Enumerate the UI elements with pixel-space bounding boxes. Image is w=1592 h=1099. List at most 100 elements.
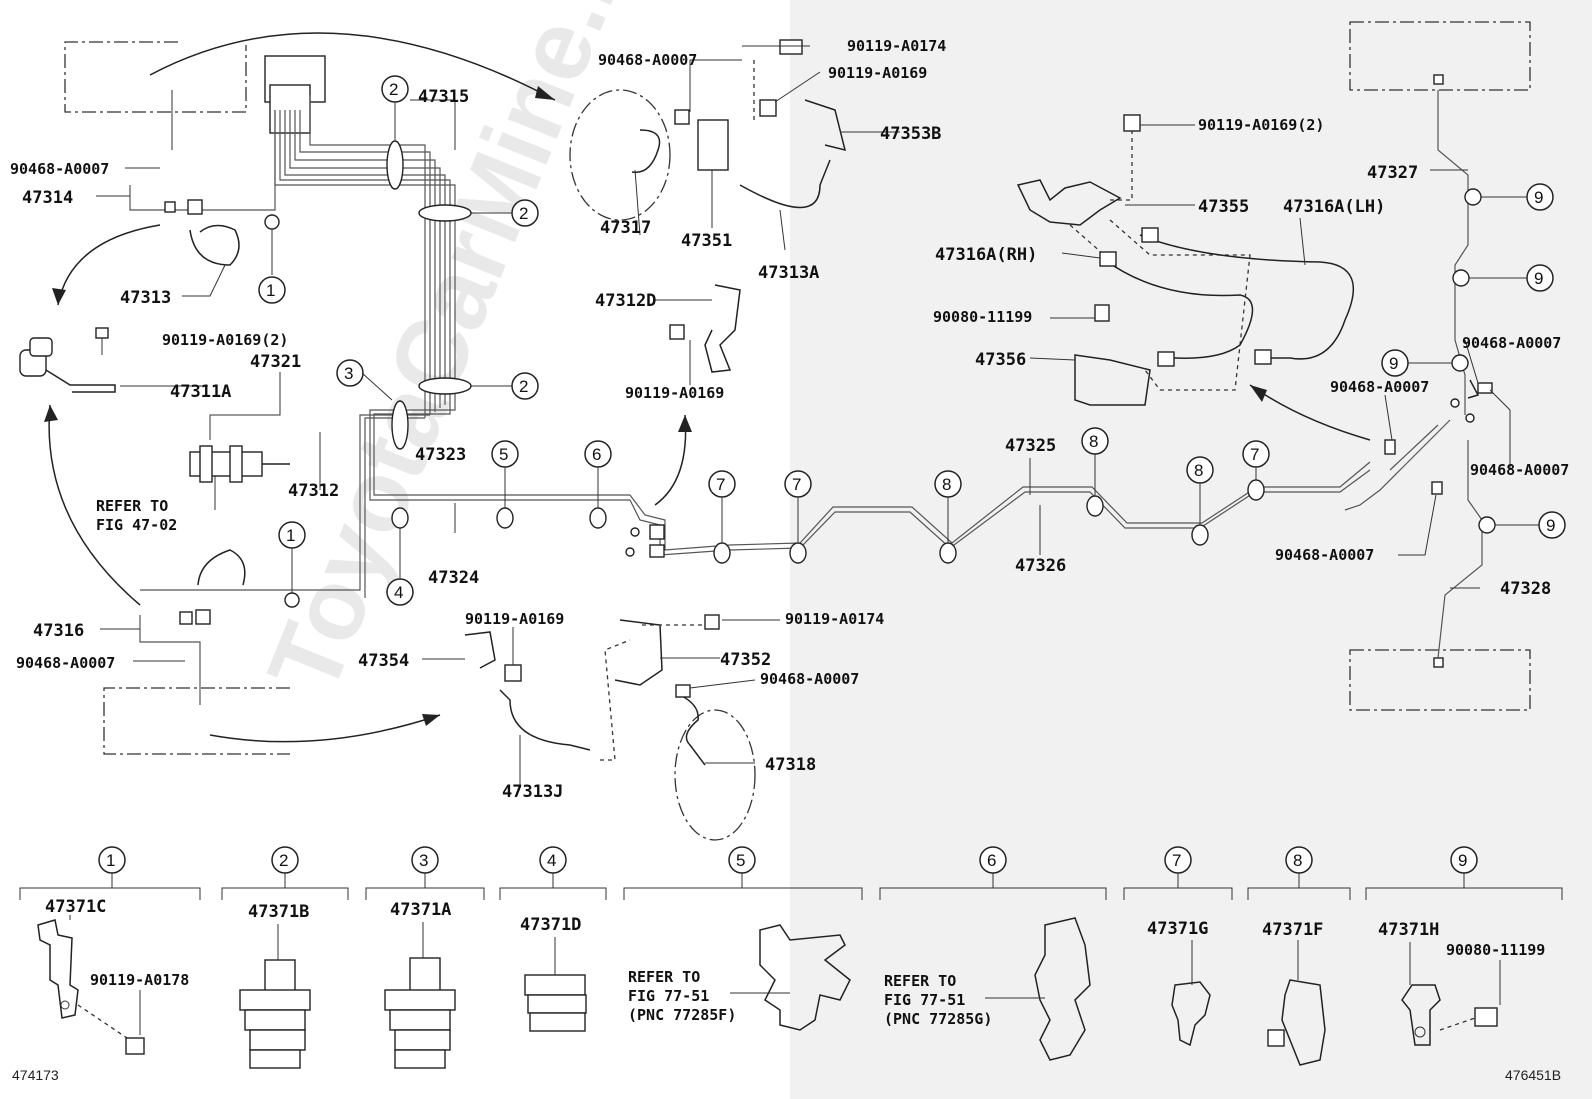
fitting-47314-a — [164, 201, 176, 213]
label-90468-a0007-r2: 90468-A0007 — [1330, 378, 1429, 396]
legend-part-47371d: 47371D — [520, 915, 581, 935]
legend-clip-47371a — [384, 922, 456, 1069]
clamp-47316 — [197, 549, 246, 586]
label-47326: 47326 — [1015, 556, 1066, 576]
pipe-47314 — [129, 110, 276, 211]
fitting-47316-b — [195, 609, 211, 625]
svg-text:9: 9 — [1534, 188, 1543, 207]
legend-clip-47371c — [37, 915, 145, 1055]
svg-text:4: 4 — [394, 583, 403, 602]
label-47325: 47325 — [1005, 436, 1056, 456]
label-47316: 47316 — [33, 621, 84, 641]
label-90119-a0174-top: 90119-A0174 — [847, 37, 946, 55]
fitting-47314-b — [187, 199, 203, 215]
label-90119-a0169-2-left: 90119-A0169(2) — [162, 331, 288, 349]
label-47356: 47356 — [975, 350, 1026, 370]
rear-hose-lower-assembly — [464, 614, 756, 841]
label-90468-a0007-r3: 90468-A0007 — [1470, 461, 1569, 479]
legend-num-5: 5 — [736, 851, 745, 870]
legend-num-8: 8 — [1293, 851, 1302, 870]
legend-part-47371b: 47371B — [248, 902, 309, 922]
part-labels: 47315 90468-A0007 47314 47313 90119-A016… — [10, 37, 1569, 802]
leader-lines-center-bottom — [422, 619, 780, 786]
svg-text:3: 3 — [344, 364, 353, 383]
legend-refer5-line3: (PNC 77285F) — [628, 1006, 736, 1024]
label-47317: 47317 — [600, 218, 651, 238]
label-47324: 47324 — [428, 568, 479, 588]
label-47313j: 47313J — [502, 782, 563, 802]
legend-num-9: 9 — [1458, 851, 1467, 870]
bracket-47312d — [655, 284, 741, 385]
dashed-box-lower-left — [103, 687, 290, 755]
label-47316a-lh: 47316A(LH) — [1283, 197, 1385, 217]
valve-47312 — [189, 445, 290, 483]
legend-clip-47371f — [1267, 940, 1326, 1066]
svg-text:9: 9 — [1546, 516, 1555, 535]
label-47311a: 47311A — [170, 382, 231, 402]
svg-text:1: 1 — [266, 281, 275, 300]
legend-num-3: 3 — [419, 851, 428, 870]
label-47328: 47328 — [1500, 579, 1551, 599]
dashed-box-upper-right — [1349, 21, 1531, 91]
legend-clip-47371g — [1171, 940, 1211, 1047]
legend-clip-47371h — [1401, 942, 1501, 1046]
svg-text:7: 7 — [716, 475, 725, 494]
svg-text:7: 7 — [792, 475, 801, 494]
legend-row: 1 2 3 4 5 6 7 8 9 47371C 90119-A0178 473… — [19, 846, 1563, 1069]
label-refer-line2: FIG 47-02 — [96, 516, 177, 534]
legend-part-47371h: 47371H — [1378, 920, 1439, 940]
front-hose-assembly — [569, 39, 847, 221]
label-90468-a0007-ll: 90468-A0007 — [16, 654, 115, 672]
svg-text:2: 2 — [519, 204, 528, 223]
leader-lines-right-top — [1029, 124, 1306, 361]
leader-lines-center-top — [634, 45, 900, 251]
background-shade — [790, 0, 1592, 1099]
pipe-bundle-vertical — [140, 95, 630, 598]
svg-text:6: 6 — [592, 445, 601, 464]
legend-part-90119-a0178: 90119-A0178 — [90, 971, 189, 989]
legend-num-7: 7 — [1172, 851, 1181, 870]
callout-circles-left: 2 2 2 3 1 1 4 5 6 — [258, 75, 612, 606]
label-90119-a0169-2-right: 90119-A0169(2) — [1198, 116, 1324, 134]
svg-text:8: 8 — [942, 475, 951, 494]
label-47355: 47355 — [1198, 197, 1249, 217]
legend-clip-5 — [730, 924, 851, 1031]
legend-refer5-line2: FIG 77-51 — [628, 987, 709, 1005]
label-refer-line1: REFER TO — [96, 497, 168, 515]
legend-part-47371g: 47371G — [1147, 919, 1208, 939]
label-47313: 47313 — [120, 288, 171, 308]
label-47312: 47312 — [288, 481, 339, 501]
dashed-box-upper-left — [64, 41, 247, 113]
legend-refer6-line1: REFER TO — [884, 972, 956, 990]
legend-refer5-line1: REFER TO — [628, 968, 700, 986]
svg-text:8: 8 — [1089, 432, 1098, 451]
svg-text:2: 2 — [389, 80, 398, 99]
label-90468-a0007-bot: 90468-A0007 — [760, 670, 859, 688]
legend-part-47371c: 47371C — [45, 897, 106, 917]
footer-right-code: 476451B — [1505, 1067, 1561, 1083]
label-90119-a0169-mid: 90119-A0169 — [625, 384, 724, 402]
label-90080-11199: 90080-11199 — [933, 308, 1032, 326]
label-90468-a0007-r1: 90468-A0007 — [1462, 334, 1561, 352]
fitting-47316-a — [179, 611, 193, 625]
valve-47311a — [19, 327, 116, 393]
label-90119-a0169-top: 90119-A0169 — [828, 64, 927, 82]
legend-num-6: 6 — [987, 851, 996, 870]
label-90119-a0174-bot: 90119-A0174 — [785, 610, 884, 628]
svg-text:8: 8 — [1194, 461, 1203, 480]
legend-num-4: 4 — [547, 851, 556, 870]
pipe-47316 — [139, 618, 201, 705]
svg-text:5: 5 — [499, 445, 508, 464]
label-47327: 47327 — [1367, 163, 1418, 183]
legend-clip-47371d — [524, 937, 587, 1032]
svg-text:7: 7 — [1250, 445, 1259, 464]
legend-clip-6 — [985, 917, 1091, 1061]
callout-circles-mid: 7 7 8 8 8 7 — [454, 427, 1270, 564]
label-47352: 47352 — [720, 650, 771, 670]
legend-num-1: 1 — [106, 851, 115, 870]
bundle-clamps — [264, 102, 607, 608]
legend-refer6-line3: (PNC 77285G) — [884, 1010, 992, 1028]
legend-num-2: 2 — [279, 851, 288, 870]
label-47312d: 47312D — [595, 291, 656, 311]
